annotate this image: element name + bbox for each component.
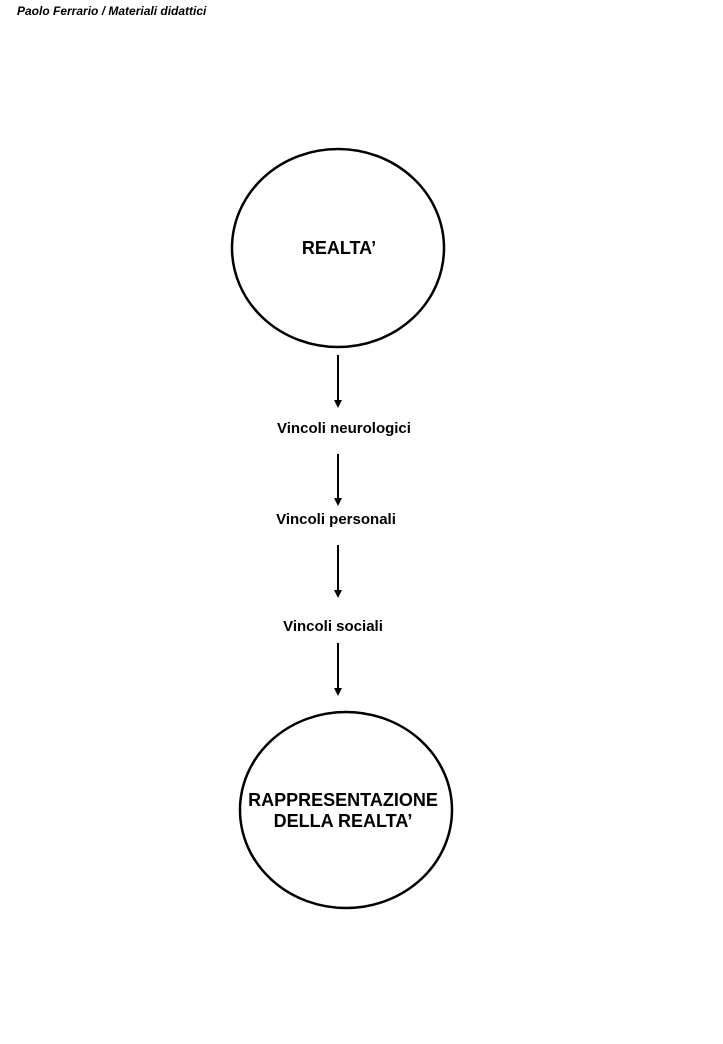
bottom-node-line-2: DELLA REALTA’ [273, 811, 413, 831]
step-label-neurologici: Vincoli neurologici [277, 420, 411, 437]
step-label-sociali: Vincoli sociali [283, 618, 383, 635]
top-node-label: REALTA’ [301, 238, 377, 258]
bottom-node-line-1: RAPPRESENTAZIONE [248, 790, 438, 810]
bottom-node-label: RAPPRESENTAZIONE DELLA REALTA’ [223, 790, 463, 832]
page-header: Paolo Ferrario / Materiali didattici [17, 4, 207, 18]
step-label-personali: Vincoli personali [276, 511, 396, 528]
bottom-node-circle [238, 710, 454, 910]
top-node-circle [230, 147, 446, 349]
